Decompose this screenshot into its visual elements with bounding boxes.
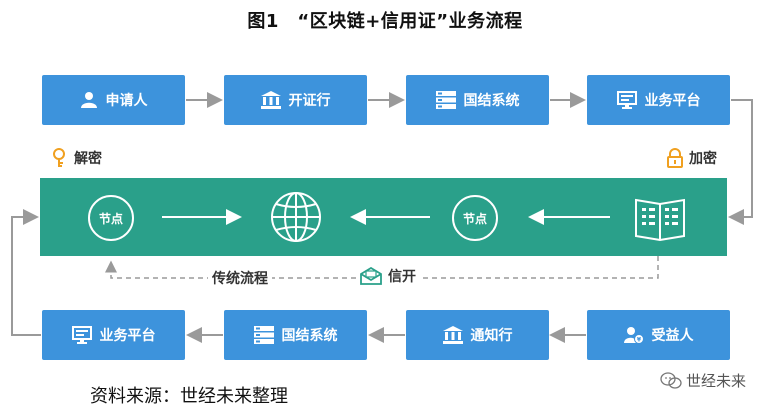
dashed-traditional-flow <box>105 256 659 279</box>
decrypt-text: 解密 <box>74 151 102 167</box>
decrypt-label: 解密 <box>50 148 102 168</box>
server-icon <box>253 326 274 344</box>
server-icon <box>435 91 456 109</box>
monitor-icon <box>616 91 637 109</box>
box-label: 国结系统 <box>281 328 338 344</box>
node-label: 节点 <box>98 211 123 226</box>
box-platform-top: 业务平台 <box>587 75 730 125</box>
wechat-icon <box>660 371 682 390</box>
watermark: 世经未来 <box>660 370 746 391</box>
letter-open-label: 信开 <box>356 266 420 286</box>
ledger-book-icon <box>635 198 685 242</box>
lock-icon <box>667 148 683 168</box>
letter-open-text: 信开 <box>388 269 416 285</box>
box-label: 申请人 <box>105 93 148 109</box>
box-label: 开证行 <box>288 93 331 109</box>
key-icon <box>50 148 68 168</box>
traditional-flow-label: 传统流程 <box>208 268 272 288</box>
box-beneficiary: ¥ 受益人 <box>587 310 730 360</box>
person-icon <box>80 91 98 109</box>
bank-icon <box>260 91 281 109</box>
box-label: 国结系统 <box>463 93 520 109</box>
node-right: 节点 <box>452 195 498 241</box>
encrypt-text: 加密 <box>689 151 717 167</box>
box-issuing-bank: 开证行 <box>224 75 367 125</box>
node-left: 节点 <box>88 195 134 241</box>
box-platform-bottom: 业务平台 <box>42 310 185 360</box>
diagram-title: 图1 “区块链+信用证”业务流程 <box>247 11 523 32</box>
globe-icon <box>271 192 321 242</box>
monitor-icon <box>71 326 92 344</box>
box-label: 业务平台 <box>644 93 701 109</box>
box-label: 通知行 <box>470 328 513 344</box>
svg-text:¥: ¥ <box>636 337 641 344</box>
box-label: 受益人 <box>651 328 694 344</box>
source-note: 资料来源：世经未来整理 <box>90 386 288 407</box>
box-applicant: 申请人 <box>42 75 185 125</box>
watermark-text: 世经未来 <box>685 372 746 390</box>
traditional-flow-text: 传统流程 <box>212 271 268 287</box>
bank-icon <box>442 326 463 344</box>
box-settlement-system-top: 国结系统 <box>406 75 549 125</box>
box-label: 业务平台 <box>99 328 156 344</box>
node-label: 节点 <box>462 211 487 226</box>
arrow-platform-to-band-left <box>11 209 41 336</box>
box-settlement-system-bottom: 国结系统 <box>224 310 367 360</box>
box-advising-bank: 通知行 <box>406 310 549 360</box>
arrow-platform-to-band <box>728 99 753 225</box>
person-money-icon: ¥ <box>623 326 644 344</box>
encrypt-label: 加密 <box>667 148 717 168</box>
envelope-icon <box>360 267 382 285</box>
